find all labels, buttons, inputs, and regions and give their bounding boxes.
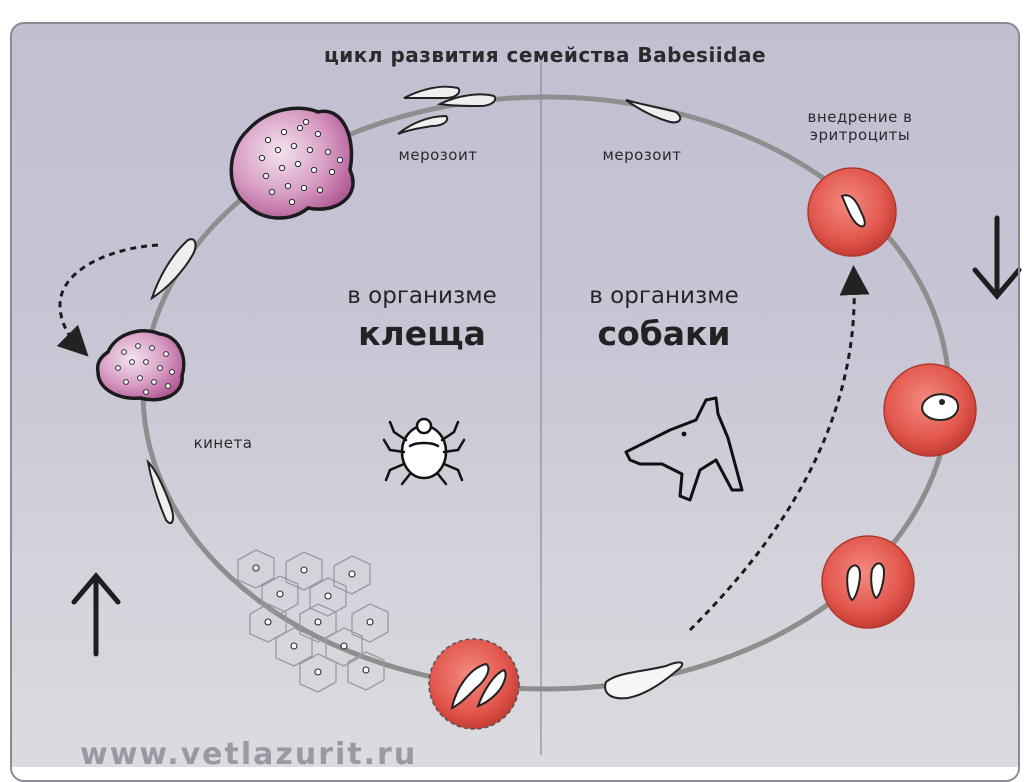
dog-organism-label: в организме — [589, 283, 738, 309]
erythrocyte-1 — [807, 167, 897, 257]
kineta-label: кинета — [194, 434, 253, 452]
merozoite-label-right: мерозоит — [603, 146, 682, 164]
tick-gut-cell-large — [229, 106, 355, 220]
erythrocyte-2 — [883, 363, 977, 457]
diagram-background — [10, 22, 1020, 767]
salivary-gland-nuclei — [252, 564, 374, 676]
down-arrow — [972, 215, 1022, 300]
kineta-shape — [146, 459, 174, 525]
watermark-url: www.vetlazurit.ru — [80, 737, 417, 767]
merozoite-label-left: мерозоит — [399, 146, 478, 164]
erythrocyte-entry-label-1: внедрение в — [808, 108, 913, 126]
tick-icon — [382, 417, 466, 486]
dog-icon — [624, 396, 744, 502]
merozoite-top-right — [625, 99, 682, 124]
erythrocyte-entry-label-2: эритроциты — [810, 126, 910, 144]
dashed-arrow-right — [688, 265, 870, 632]
erythrocyte-bottom — [428, 638, 520, 730]
tick-gut-cell-small — [95, 329, 186, 402]
up-arrow — [71, 572, 121, 657]
erythrocyte-3 — [821, 535, 915, 629]
dashed-arrow-left — [56, 243, 159, 357]
sporozoite-bottom — [604, 661, 684, 700]
merozoite-cluster-top — [397, 85, 497, 135]
tick-organism-label: в организме — [347, 283, 496, 309]
merozoite-ring-left — [150, 238, 197, 301]
dog-eye — [681, 431, 687, 437]
diagram-title: цикл развития семейства Babesiidae — [324, 43, 766, 67]
tick-label: клеща — [358, 314, 486, 353]
dog-label: собаки — [597, 314, 730, 353]
salivary-gland-cells — [237, 549, 389, 693]
